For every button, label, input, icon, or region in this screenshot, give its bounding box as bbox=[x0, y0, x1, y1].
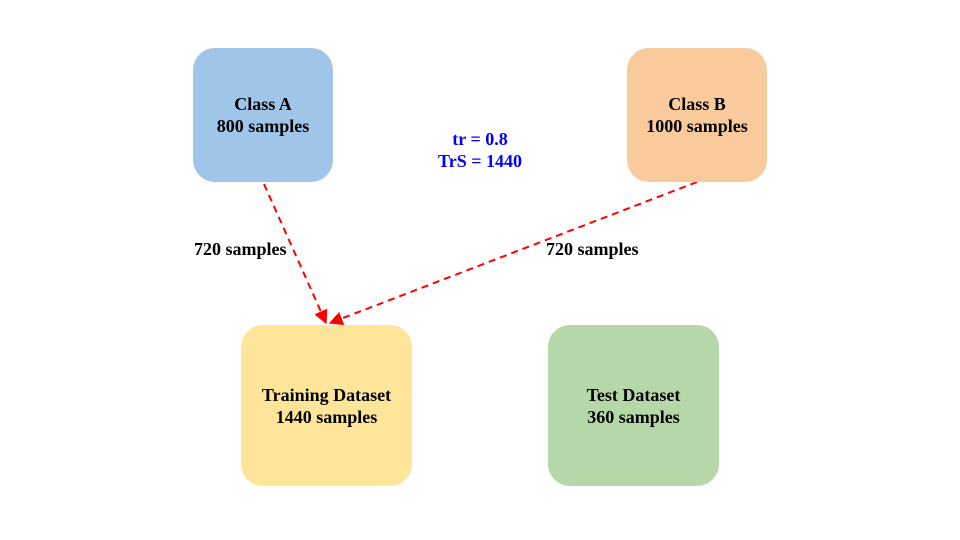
edge-label-class-a: 720 samples bbox=[194, 239, 287, 259]
edge-class-a-to-training bbox=[263, 183, 328, 325]
node-class-a: Class A 800 samples bbox=[193, 48, 333, 182]
node-training-samples: 1440 samples bbox=[275, 406, 378, 427]
train-ratio-label: tr = 0.8 bbox=[452, 129, 508, 149]
split-parameters: tr = 0.8 TrS = 1440 bbox=[400, 128, 560, 172]
node-training-dataset: Training Dataset 1440 samples bbox=[241, 325, 412, 486]
node-test-samples: 360 samples bbox=[587, 406, 680, 427]
node-class-a-title: Class A bbox=[234, 94, 292, 114]
node-class-b-title: Class B bbox=[668, 94, 726, 114]
node-class-b: Class B 1000 samples bbox=[627, 48, 767, 182]
edge-label-class-b: 720 samples bbox=[546, 239, 639, 259]
edge-class-b-to-training bbox=[328, 181, 698, 326]
node-training-title: Training Dataset bbox=[261, 384, 392, 405]
node-test-title: Test Dataset bbox=[586, 384, 681, 405]
node-class-a-samples: 800 samples bbox=[216, 116, 310, 136]
train-size-label: TrS = 1440 bbox=[438, 151, 522, 171]
node-class-b-samples: 1000 samples bbox=[646, 116, 748, 136]
node-test-dataset: Test Dataset 360 samples bbox=[548, 325, 719, 486]
